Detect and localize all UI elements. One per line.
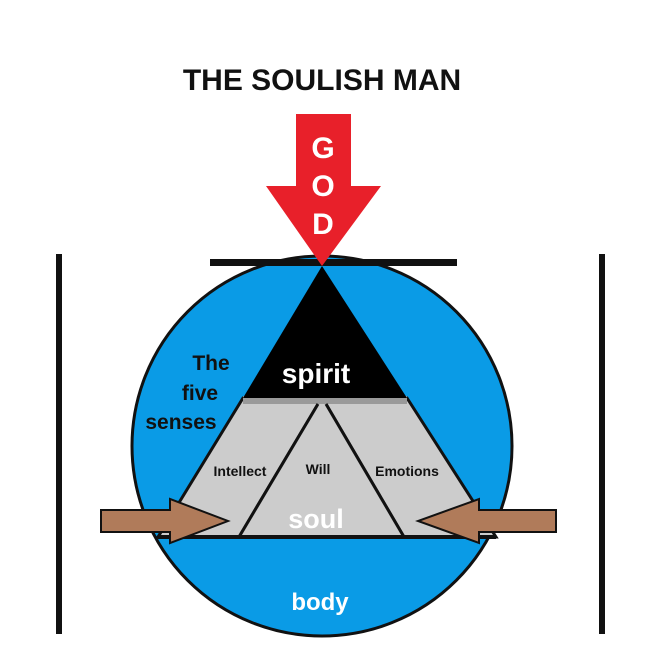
five-senses-line-1: The	[192, 352, 229, 375]
will-emotions-edge	[324, 403, 406, 538]
will-label: Will	[306, 461, 331, 477]
spirit-label: spirit	[282, 358, 350, 389]
five-senses-line-2: five	[182, 382, 218, 405]
god-letter-o: O	[311, 170, 334, 203]
left-senses-arrow	[100, 497, 231, 545]
spirit-base-band	[243, 396, 407, 404]
body-label: body	[291, 589, 349, 616]
right-boundary-bar	[599, 254, 605, 634]
god-arrow	[266, 114, 381, 266]
god-letter-g: G	[311, 132, 334, 165]
soul-label: soul	[288, 504, 344, 534]
god-letter-d: D	[312, 208, 334, 241]
emotions-label: Emotions	[375, 463, 439, 479]
right-senses-arrow	[415, 497, 557, 545]
intellect-will-edge	[237, 403, 320, 538]
spirit-triangle	[243, 266, 407, 398]
will-gap	[239, 404, 404, 537]
diagram-title: THE SOULISH MAN	[183, 64, 461, 97]
five-senses-line-3: senses	[145, 411, 216, 434]
top-boundary-line	[210, 259, 457, 266]
left-boundary-bar	[56, 254, 62, 634]
intellect-label: Intellect	[214, 463, 267, 479]
